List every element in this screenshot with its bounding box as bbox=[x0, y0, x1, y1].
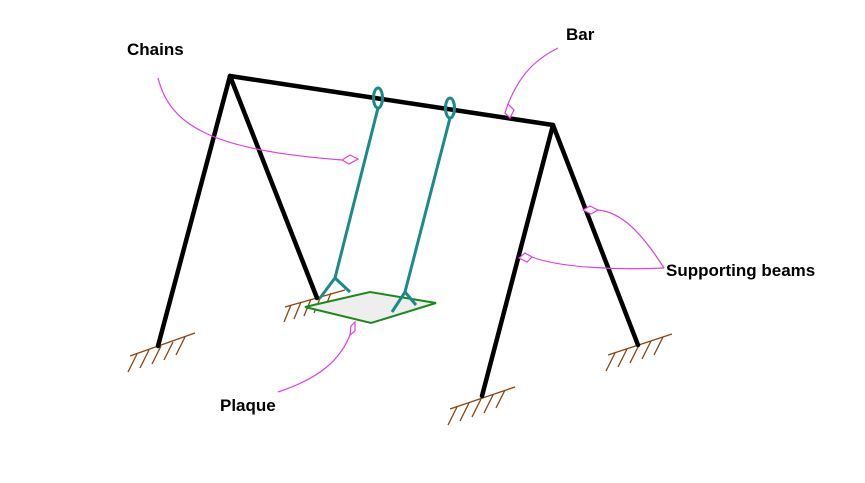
plaque-seat bbox=[304, 290, 437, 325]
label-plaque: Plaque bbox=[220, 396, 276, 415]
right-back-beam bbox=[550, 122, 641, 348]
chain-left bbox=[333, 107, 380, 279]
chain-left-fork bbox=[318, 275, 352, 299]
chain-right bbox=[403, 117, 452, 293]
plaque-leader-tip bbox=[349, 320, 356, 337]
top-bar bbox=[227, 73, 556, 128]
leader-lines bbox=[157, 47, 665, 393]
beams-leader-lower bbox=[531, 256, 665, 270]
ground-hatch-left-front bbox=[127, 332, 196, 373]
chains-leader bbox=[157, 77, 343, 161]
swing-frame bbox=[155, 73, 641, 399]
beams-leader-upper bbox=[597, 209, 665, 269]
plaque-leader bbox=[277, 334, 351, 393]
label-chains: Chains bbox=[127, 40, 184, 59]
label-bar: Bar bbox=[566, 25, 595, 44]
beams-leader-lower-tip bbox=[517, 252, 533, 263]
ground-hatch-right-back bbox=[605, 333, 673, 372]
left-back-beam bbox=[227, 73, 320, 301]
beams-leader-upper-tip bbox=[581, 205, 600, 215]
chains-leader-tip bbox=[340, 154, 360, 165]
label-supporting-beams: Supporting beams bbox=[666, 261, 815, 280]
left-front-beam bbox=[155, 73, 233, 349]
chains bbox=[318, 86, 456, 313]
bar-leader-tip bbox=[504, 102, 515, 120]
bar-leader bbox=[507, 47, 559, 105]
chain-right-fork bbox=[390, 289, 418, 313]
right-front-beam bbox=[479, 122, 556, 399]
